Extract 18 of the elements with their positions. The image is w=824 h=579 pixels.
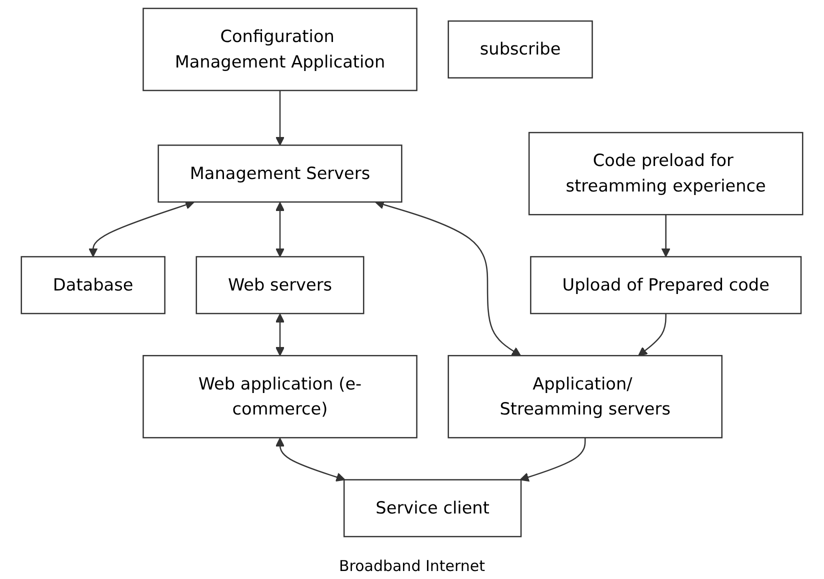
node-box: Upload of Prepared code bbox=[530, 256, 802, 314]
node-box: Web application (e-commerce) bbox=[142, 354, 418, 438]
node-box: Service client bbox=[343, 479, 522, 538]
node-box: Database bbox=[20, 256, 166, 314]
arrow bbox=[638, 314, 666, 356]
arrow bbox=[661, 214, 670, 258]
node-box: Configuration Management Application bbox=[142, 8, 418, 92]
node-box: subscribe bbox=[448, 20, 593, 78]
arrow bbox=[275, 314, 285, 356]
arrow bbox=[275, 438, 346, 482]
arrow bbox=[275, 202, 285, 258]
node-box: Web servers bbox=[196, 256, 364, 314]
note-label: Broadband Internet bbox=[338, 557, 486, 575]
node-box: Management Servers bbox=[158, 144, 402, 203]
arrow bbox=[520, 438, 586, 482]
arrow bbox=[275, 90, 285, 146]
node-box: Application/ Streamming servers bbox=[448, 354, 723, 438]
node-box: Code preload for streamming experience bbox=[528, 132, 804, 216]
